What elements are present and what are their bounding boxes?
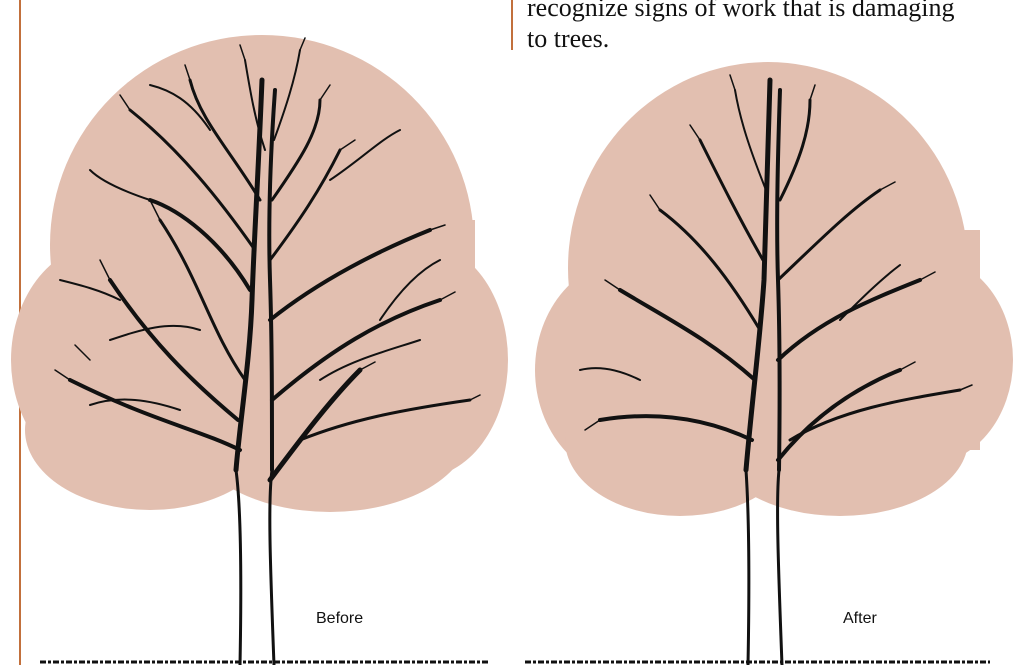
after-caption: After	[843, 610, 877, 628]
after-tree-crown	[535, 62, 1013, 516]
before-caption: Before	[316, 610, 363, 628]
